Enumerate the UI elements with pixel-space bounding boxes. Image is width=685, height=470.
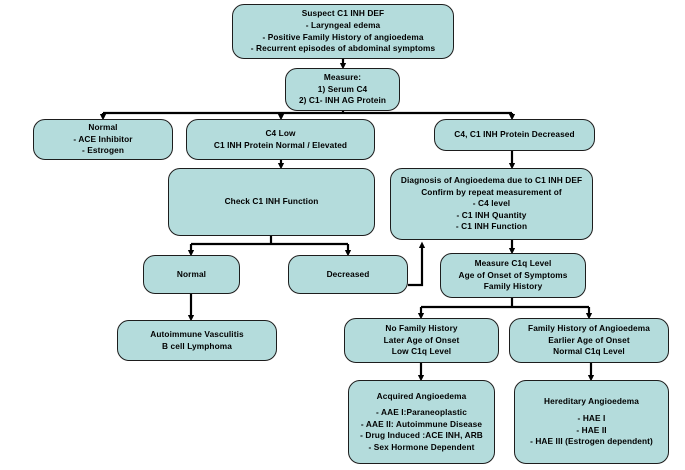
node-line: - HAE III (Estrogen dependent)	[530, 436, 653, 447]
node-line: - AAE II: Autoimmune Disease	[360, 418, 483, 429]
edge-decreased-c1q	[408, 241, 426, 287]
node-line: Normal C1q Level	[553, 346, 625, 357]
node-line: - C1 INH Function	[455, 221, 528, 232]
node-line: B cell Lymphoma	[162, 340, 232, 351]
node-line: Family History of Angioedema	[528, 323, 650, 334]
node-suspect-c1-inh-def[interactable]: Suspect C1 INH DEF - Laryngeal edema - P…	[232, 4, 454, 59]
node-line: Confirm by repeat measurement of	[421, 186, 562, 197]
node-line: Diagnosis of Angioedema due to C1 INH DE…	[400, 175, 583, 186]
node-line: Check C1 INH Function	[224, 196, 319, 207]
node-autoimmune-vasculitis[interactable]: Autoimmune Vasculitis B cell Lymphoma	[117, 320, 277, 361]
node-line: C4 Low	[265, 127, 296, 138]
node-line: - Positive Family History of angioedema	[262, 31, 424, 42]
edge-measure-bus	[103, 111, 512, 115]
node-line: - Estrogen	[81, 145, 125, 156]
node-line: Family History	[483, 281, 543, 292]
node-line: - Sex Hormone Dependent	[368, 441, 475, 452]
node-acquired-angioedema[interactable]: Acquired Angioedema - AAE I:Paraneoplast…	[348, 380, 495, 464]
node-line: - C4 level	[472, 198, 511, 209]
node-family-history-angioedema[interactable]: Family History of Angioedema Earlier Age…	[509, 318, 669, 363]
node-line: No Family History	[385, 323, 458, 334]
node-line: Normal	[88, 122, 118, 133]
node-line: Low C1q Level	[391, 346, 452, 357]
edge-check-bus	[191, 236, 348, 246]
node-no-family-history[interactable]: No Family History Later Age of Onset Low…	[344, 318, 499, 363]
node-diagnosis-angioedema[interactable]: Diagnosis of Angioedema due to C1 INH DE…	[390, 168, 593, 240]
node-line: Age of Onset of Symptoms	[458, 269, 568, 280]
node-line: Later Age of Onset	[383, 334, 460, 345]
node-normal-ace-estrogen[interactable]: Normal - ACE Inhibitor - Estrogen	[33, 119, 173, 160]
node-line: Acquired Angioedema	[376, 390, 467, 401]
node-line: - Recurrent episodes of abdominal sympto…	[250, 43, 436, 54]
node-line: - AAE I:Paraneoplastic	[376, 407, 467, 418]
node-line: - Drug Induced :ACE INH, ARB	[360, 430, 483, 441]
edge-c1q-bus	[421, 298, 589, 309]
node-function-decreased[interactable]: Decreased	[288, 255, 408, 294]
node-measure-c1q-level[interactable]: Measure C1q Level Age of Onset of Sympto…	[440, 253, 586, 298]
node-line: Measure:	[323, 72, 362, 83]
node-c4-low[interactable]: C4 Low C1 INH Protein Normal / Elevated	[186, 119, 375, 160]
node-line: Suspect C1 INH DEF	[301, 8, 385, 19]
node-line: - C1 INH Quantity	[456, 209, 527, 220]
node-measure[interactable]: Measure: 1) Serum C4 2) C1- INH AG Prote…	[285, 68, 400, 111]
node-hereditary-angioedema[interactable]: Hereditary Angioedema - HAE I - HAE II -…	[514, 380, 669, 464]
node-line: 2) C1- INH AG Protein	[298, 95, 387, 106]
node-line: C1 INH Protein Normal / Elevated	[213, 139, 348, 150]
node-line: Hereditary Angioedema	[544, 396, 639, 407]
node-line: - HAE I	[577, 412, 606, 423]
node-line: - HAE II	[576, 424, 607, 435]
node-line: 1) Serum C4	[317, 83, 368, 94]
node-line: - Laryngeal edema	[305, 19, 381, 30]
node-line: Measure C1q Level	[474, 258, 552, 269]
node-line: Autoimmune Vasculitis	[150, 328, 244, 339]
node-line: Earlier Age of Onset	[548, 334, 630, 345]
node-check-c1-inh-function[interactable]: Check C1 INH Function	[168, 168, 375, 236]
node-line: - ACE Inhibitor	[73, 133, 133, 144]
node-line: C4, C1 INH Protein Decreased	[454, 129, 575, 140]
node-line: Decreased	[326, 268, 370, 279]
node-function-normal[interactable]: Normal	[143, 255, 240, 294]
node-c4-c1-inh-decreased[interactable]: C4, C1 INH Protein Decreased	[434, 119, 595, 151]
node-line: Normal	[176, 268, 207, 279]
